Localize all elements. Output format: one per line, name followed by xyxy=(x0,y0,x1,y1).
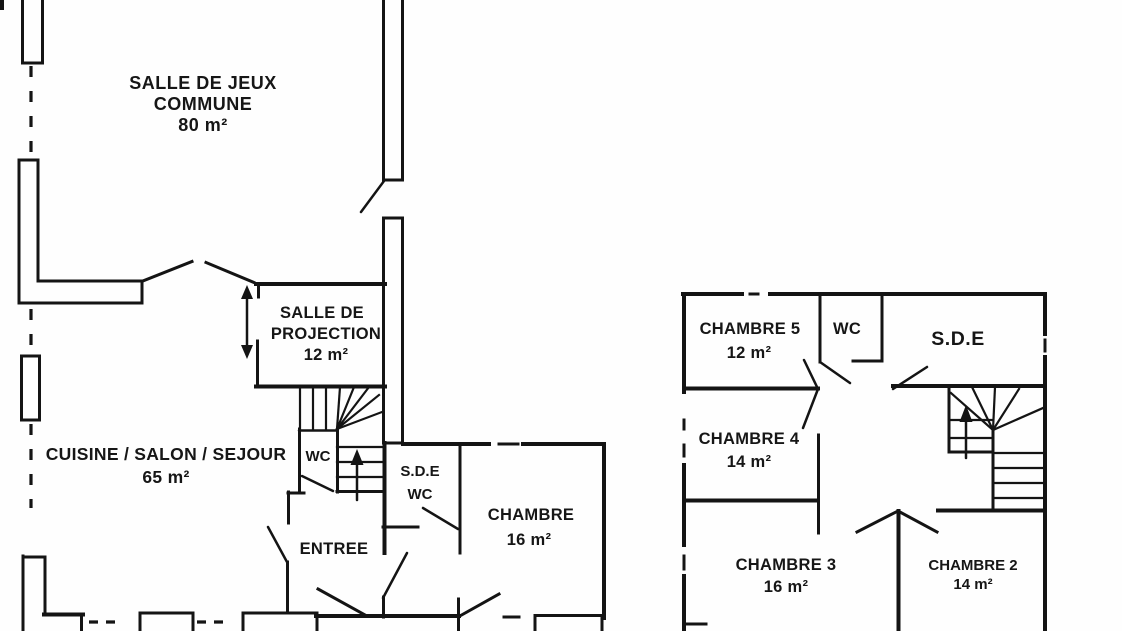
staircase-ground xyxy=(297,384,386,502)
room-label-wc: WC xyxy=(306,448,331,465)
room-label-chambre5: CHAMBRE 5 xyxy=(700,320,801,338)
door-swing xyxy=(315,586,368,618)
door-swing xyxy=(142,259,194,283)
door-swing xyxy=(895,508,940,535)
window-symbol xyxy=(138,611,195,631)
door-swing xyxy=(421,506,460,531)
door-swing xyxy=(801,387,820,430)
l-shaped-wall xyxy=(17,158,144,305)
room-label-chambre4: CHAMBRE 4 xyxy=(699,430,800,448)
room-label-chambre2: CHAMBRE 2 xyxy=(928,557,1017,574)
room-area-chambre: 16 m² xyxy=(507,531,552,549)
room-area-chambre2: 14 m² xyxy=(953,576,992,593)
window-symbol xyxy=(20,354,41,422)
door-swing xyxy=(818,360,852,385)
room-label-salle-de-projection-2: PROJECTION xyxy=(271,325,381,343)
room-area-chambre3: 16 m² xyxy=(764,578,809,596)
door-swing xyxy=(854,508,901,535)
room-label-chambre: CHAMBRE xyxy=(488,506,574,524)
opening-double-arrow-icon xyxy=(241,285,253,359)
room-area-salle-de-jeux: 80 m² xyxy=(178,115,228,135)
room-area-chambre4: 14 m² xyxy=(727,453,772,471)
room-label-chambre3: CHAMBRE 3 xyxy=(736,556,837,574)
window-symbol xyxy=(533,614,604,631)
staircase-upper xyxy=(947,384,1047,513)
wall-stub xyxy=(0,0,4,10)
stairs-up-arrow-icon xyxy=(959,405,973,460)
room-label-sde-wc: S.D.E xyxy=(400,463,439,480)
room-label-salle-de-jeux: SALLE DE JEUX xyxy=(129,73,277,93)
upper-floor-plan: CHAMBRE 5 12 m² WC S.D.E CHAMBRE 4 14 m²… xyxy=(681,292,1047,631)
room-label-entree: ENTREE xyxy=(300,540,369,558)
ground-floor-plan: SALLE DE JEUX COMMUNE 80 m² SALLE DE PRO… xyxy=(0,0,606,631)
room-label-sde-wc-2: WC xyxy=(408,486,433,503)
room-label-salle-de-jeux-2: COMMUNE xyxy=(154,94,253,114)
hollow-wall xyxy=(382,0,404,182)
door-swing xyxy=(204,260,256,285)
stairs-up-arrow-icon xyxy=(350,449,364,502)
door-swing xyxy=(300,474,335,493)
room-area-salle-de-projection: 12 m² xyxy=(304,346,349,364)
door-swing xyxy=(381,551,409,600)
door-swing xyxy=(455,591,502,620)
hollow-wall xyxy=(382,216,404,445)
door-swing xyxy=(359,179,386,214)
room-label-sde: S.D.E xyxy=(931,328,984,350)
room-label-cuisine: CUISINE / SALON / SEJOUR xyxy=(46,444,287,464)
room-area-chambre5: 12 m² xyxy=(727,344,772,362)
window-symbol xyxy=(241,611,319,631)
door-swing xyxy=(266,525,289,564)
room-label-salle-de-projection: SALLE DE xyxy=(280,304,364,322)
room-area-cuisine: 65 m² xyxy=(142,467,189,487)
room-label-wc-upper: WC xyxy=(833,320,861,338)
door-swing xyxy=(802,358,820,391)
window-symbol xyxy=(21,0,44,65)
